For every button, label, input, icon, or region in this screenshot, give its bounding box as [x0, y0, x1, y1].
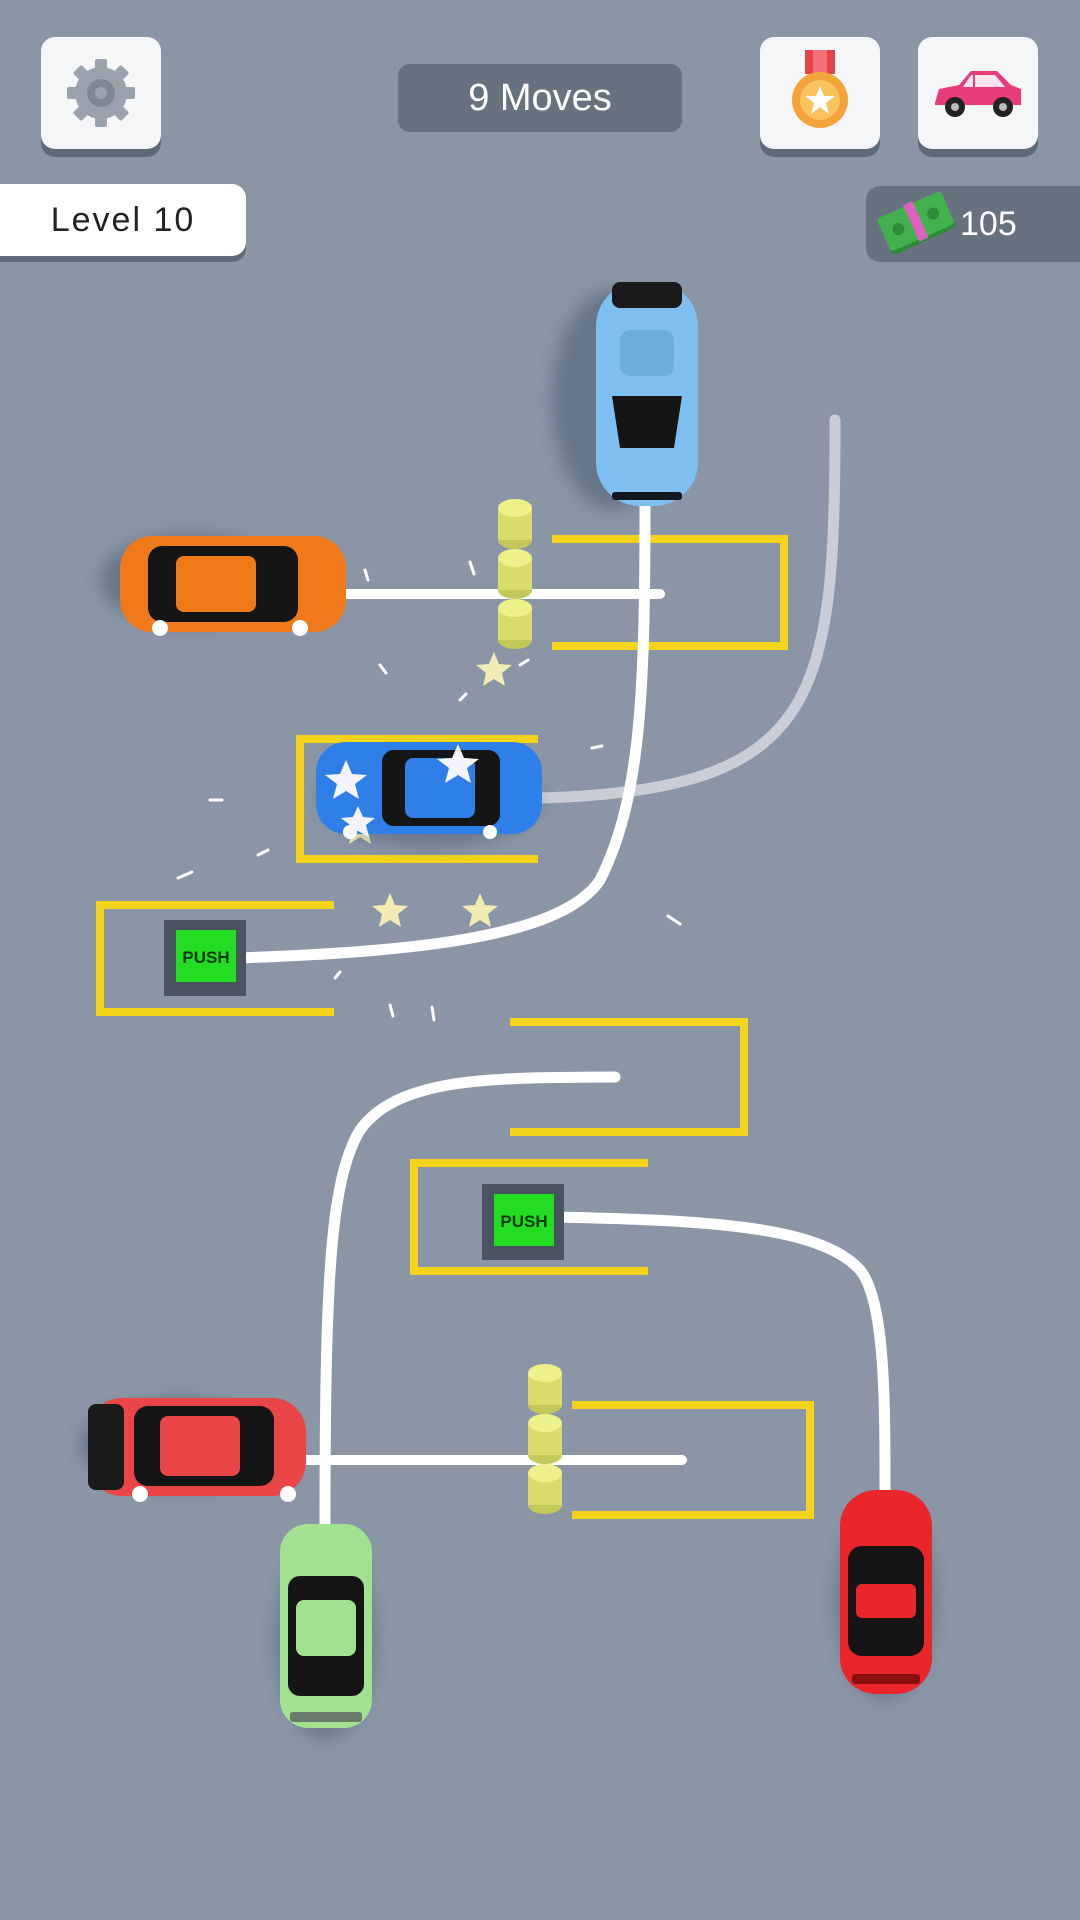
path-light-blue-car: [232, 499, 651, 964]
push-label: PUSH: [182, 948, 229, 967]
push-label: PUSH: [500, 1212, 547, 1231]
bollard: [528, 1464, 562, 1514]
parking-bay: [572, 1401, 814, 1519]
star-icon: [372, 893, 408, 927]
car-icon: [935, 71, 1021, 117]
green-sedan[interactable]: [275, 1524, 375, 1740]
moves-counter: 9 Moves: [398, 64, 682, 132]
red-coupe[interactable]: [835, 1490, 935, 1700]
bollard: [498, 599, 532, 649]
blue-sedan[interactable]: [316, 742, 542, 848]
parking-bays: [96, 535, 814, 1519]
star-icon: [462, 893, 498, 927]
parking-bay: [552, 535, 788, 650]
push-button-lower[interactable]: PUSH: [482, 1184, 564, 1260]
red-hatchback[interactable]: [80, 1398, 306, 1502]
bollard: [528, 1414, 562, 1464]
bollard: [528, 1364, 562, 1414]
medal-icon: [792, 50, 848, 128]
cash-icon: [877, 191, 956, 255]
parking-bay: [410, 1159, 648, 1275]
cash-display: 105: [866, 186, 1080, 262]
bollard-group-bottom: [528, 1364, 562, 1514]
bollard: [498, 549, 532, 599]
sparkle-effects: [176, 560, 682, 1022]
gear-icon: [67, 59, 135, 127]
settings-button[interactable]: [41, 37, 161, 149]
parking-bay: [510, 1018, 748, 1136]
star-icon: [341, 806, 375, 837]
parking-bay: [296, 735, 538, 863]
star-icon: [476, 652, 512, 686]
path-red-coupe: [546, 1211, 891, 1496]
garage-button[interactable]: [918, 37, 1038, 149]
bollard-group-top: [498, 499, 532, 649]
achievements-button[interactable]: [760, 37, 880, 149]
path-green-car: [319, 1071, 621, 1536]
level-label: Level 10: [0, 184, 246, 256]
bollard: [498, 499, 532, 549]
parking-bay: [96, 901, 334, 1016]
push-button-upper[interactable]: PUSH: [164, 920, 246, 996]
star-icon: [437, 744, 479, 783]
path-faded: [534, 414, 841, 804]
light-blue-sports-car[interactable]: [552, 282, 698, 510]
star-icon: [325, 760, 367, 799]
cash-amount: 105: [960, 204, 1017, 243]
orange-hatchback[interactable]: [100, 534, 346, 636]
